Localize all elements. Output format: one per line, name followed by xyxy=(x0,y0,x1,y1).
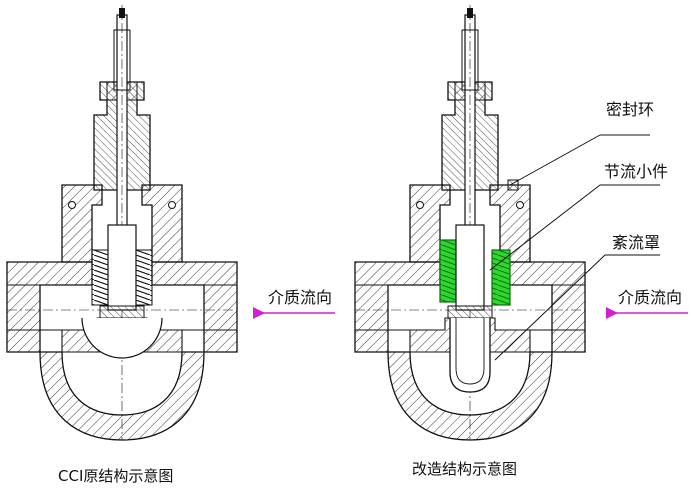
caption-original: CCI原结构示意图 xyxy=(58,467,174,485)
throttle-part-leader xyxy=(489,184,601,271)
turbulence-cage xyxy=(449,318,491,393)
cage-label: 紊流罩 xyxy=(612,233,661,252)
right-spring-pack xyxy=(135,249,153,306)
flow-direction-label-right: 介质流向 xyxy=(618,288,683,307)
cage-leader xyxy=(494,254,606,361)
caption-modified: 改造结构示意图 xyxy=(412,460,518,478)
right-throttle-coil xyxy=(491,249,511,306)
left-throttle-coil xyxy=(439,239,457,303)
seal-ring-part xyxy=(507,179,519,191)
seal-ring-leader xyxy=(509,134,601,186)
original-valve-drawing xyxy=(6,4,238,441)
left-spring-pack xyxy=(91,249,109,306)
flow-direction-label-left: 介质流向 xyxy=(268,288,333,307)
modified-valve-drawing xyxy=(354,4,586,441)
seal-ring-label: 密封环 xyxy=(606,100,655,119)
throttle-part-label: 节流小件 xyxy=(604,162,669,181)
